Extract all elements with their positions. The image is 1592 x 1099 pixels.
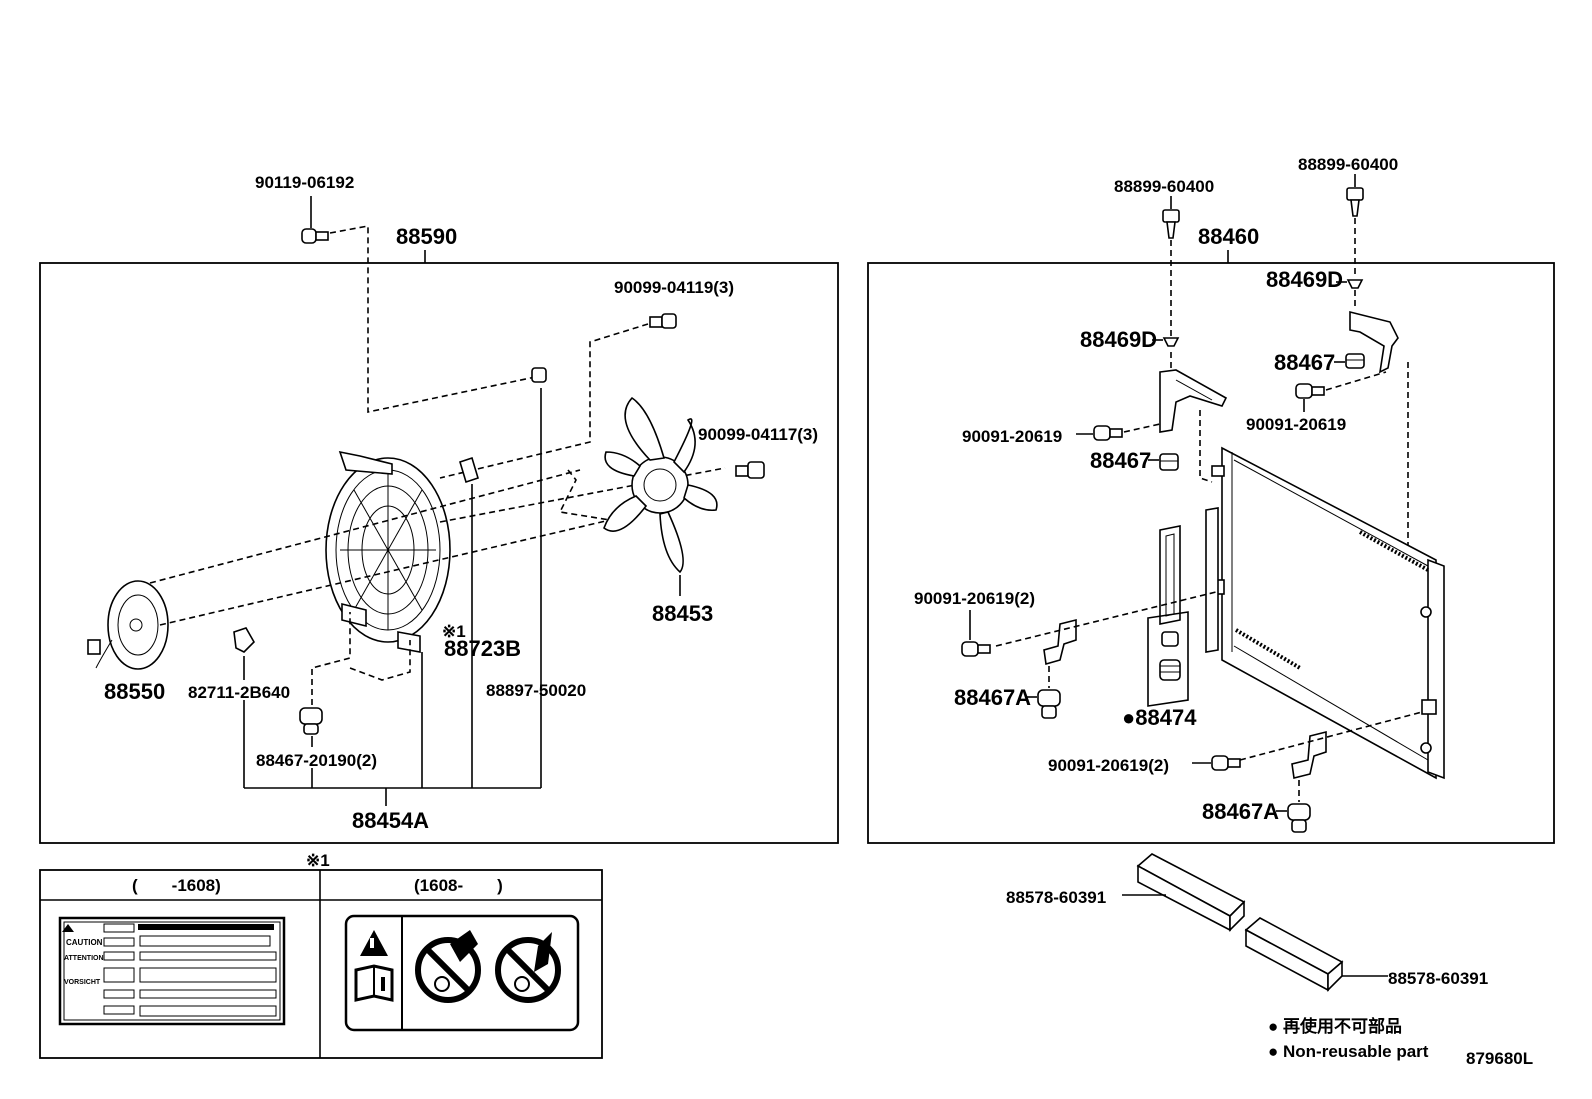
manual-book-icon [354, 964, 394, 1002]
label-90091-20619-d: 90091-20619(2) [1048, 756, 1169, 775]
bolt-90091-c-icon [961, 641, 991, 657]
label-88578-60391-a: 88578-60391 [1006, 888, 1106, 907]
label-88578-60391-b: 88578-60391 [1388, 969, 1488, 988]
label-90091-20619-a: 90091-20619 [962, 427, 1062, 446]
label-88467-a: 88467 [1274, 350, 1335, 375]
grommet-88467-a-icon [1345, 353, 1365, 369]
bolt-90091-d-icon [1211, 755, 1241, 771]
upper-bracket-left-icon [1159, 369, 1228, 433]
pin-88469D-b-icon [1346, 279, 1364, 289]
fan-blade-icon [603, 396, 718, 574]
label-88723B-icon [459, 456, 479, 484]
fan-shroud-icon [325, 450, 451, 653]
label-82711-2B640: 82711-2B640 [188, 683, 290, 702]
bracket-mid-icon [1043, 618, 1077, 666]
condenser-assembly-frame [867, 262, 1555, 844]
column-header-before-1608: ( -1608) [132, 876, 221, 895]
bolt-90099-04117-icon [735, 461, 765, 479]
bolt-88899-a-icon [1162, 209, 1180, 239]
label-88454A: 88454A [352, 808, 429, 833]
label-90091-20619-b: 90091-20619 [1246, 415, 1346, 434]
label-88469D-b: 88469D [1266, 267, 1343, 292]
drier-cartridge-icon [1159, 525, 1181, 681]
label-88590: 88590 [396, 224, 457, 249]
label-88550: 88550 [104, 679, 165, 704]
seal-block-a-icon [1136, 853, 1246, 932]
grommet-88467A-a-icon [1037, 689, 1061, 719]
label-90099-04117: 90099-04117(3) [698, 425, 818, 444]
grommet-88467-20190-icon [299, 707, 323, 735]
label-88467A-a: 88467A [954, 685, 1031, 710]
legend-non-reusable-jp: ● 再使用不可部品 [1268, 1016, 1402, 1036]
label-88467-20190: 88467-20190(2) [256, 751, 377, 770]
old-caution-label-icon [58, 916, 286, 1026]
label-88899-60400-a: 88899-60400 [1114, 177, 1214, 196]
pin-88469D-a-icon [1162, 337, 1180, 347]
fan-assembly-frame [39, 262, 839, 844]
label-88897-50020: 88897-50020 [486, 681, 586, 700]
seal-block-b-icon [1244, 917, 1344, 992]
upper-bracket-right-icon [1349, 310, 1399, 374]
bracket-low-icon [1291, 730, 1327, 779]
column-header-after-1608: (1608- ) [414, 876, 503, 895]
no-hand-fan-icon [415, 930, 481, 1003]
label-88899-60400-b: 88899-60400 [1298, 155, 1398, 174]
grommet-88467A-b-icon [1287, 803, 1311, 833]
bolt-90091-b-icon [1295, 383, 1325, 399]
grommet-88467-b-icon [1159, 453, 1179, 471]
clip-82711-icon [233, 627, 255, 653]
fan-motor-icon [87, 580, 169, 670]
caution-word-1: CAUTION [66, 938, 103, 947]
label-88474: ●88474 [1122, 705, 1197, 730]
caution-word-3: VORSICHT [64, 979, 101, 986]
bolt-90119-icon [301, 228, 329, 244]
label-ref-mark-1-table: ※1 [306, 851, 330, 870]
legend-non-reusable-en: ● Non-reusable part [1268, 1042, 1429, 1061]
caution-word-2: ATTENTION [64, 955, 104, 962]
label-88467-b: 88467 [1090, 448, 1151, 473]
label-88453: 88453 [652, 601, 713, 626]
bolt-90099-04119-icon [649, 313, 677, 329]
label-90119-06192: 90119-06192 [255, 173, 354, 192]
bolt-90091-a-icon [1093, 425, 1123, 441]
label-88723B: 88723B [444, 636, 521, 661]
caution-label-table [39, 869, 603, 1059]
condenser-icon [1211, 446, 1445, 780]
nut-icon [531, 367, 547, 383]
receiver-tank-icon [1205, 507, 1219, 653]
label-88460: 88460 [1198, 224, 1259, 249]
label-90091-20619-c: 90091-20619(2) [914, 589, 1035, 608]
label-90099-04119: 90099-04119(3) [614, 278, 734, 297]
new-caution-label-icon [344, 914, 580, 1032]
no-tool-fan-icon [495, 932, 561, 1003]
diagram-id: 879680L [1466, 1049, 1533, 1068]
label-88467A-b: 88467A [1202, 799, 1279, 824]
label-ref-mark-1: ※1 [442, 622, 466, 641]
label-88469D-a: 88469D [1080, 327, 1157, 352]
bolt-88899-b-icon [1346, 187, 1364, 217]
